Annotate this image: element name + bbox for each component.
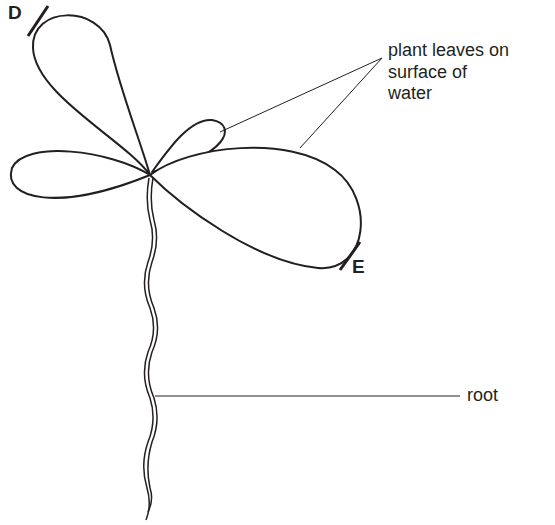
cut-label: E bbox=[352, 256, 365, 279]
cut-label: D bbox=[8, 2, 22, 25]
cut-marks bbox=[28, 6, 360, 270]
callout-label: plant leaves on surface of water bbox=[388, 40, 510, 105]
leader-lines bbox=[155, 58, 460, 396]
root-line bbox=[144, 178, 158, 520]
callout-label: root bbox=[467, 385, 498, 407]
leaf-right bbox=[150, 148, 361, 268]
leaf-left bbox=[11, 151, 150, 198]
